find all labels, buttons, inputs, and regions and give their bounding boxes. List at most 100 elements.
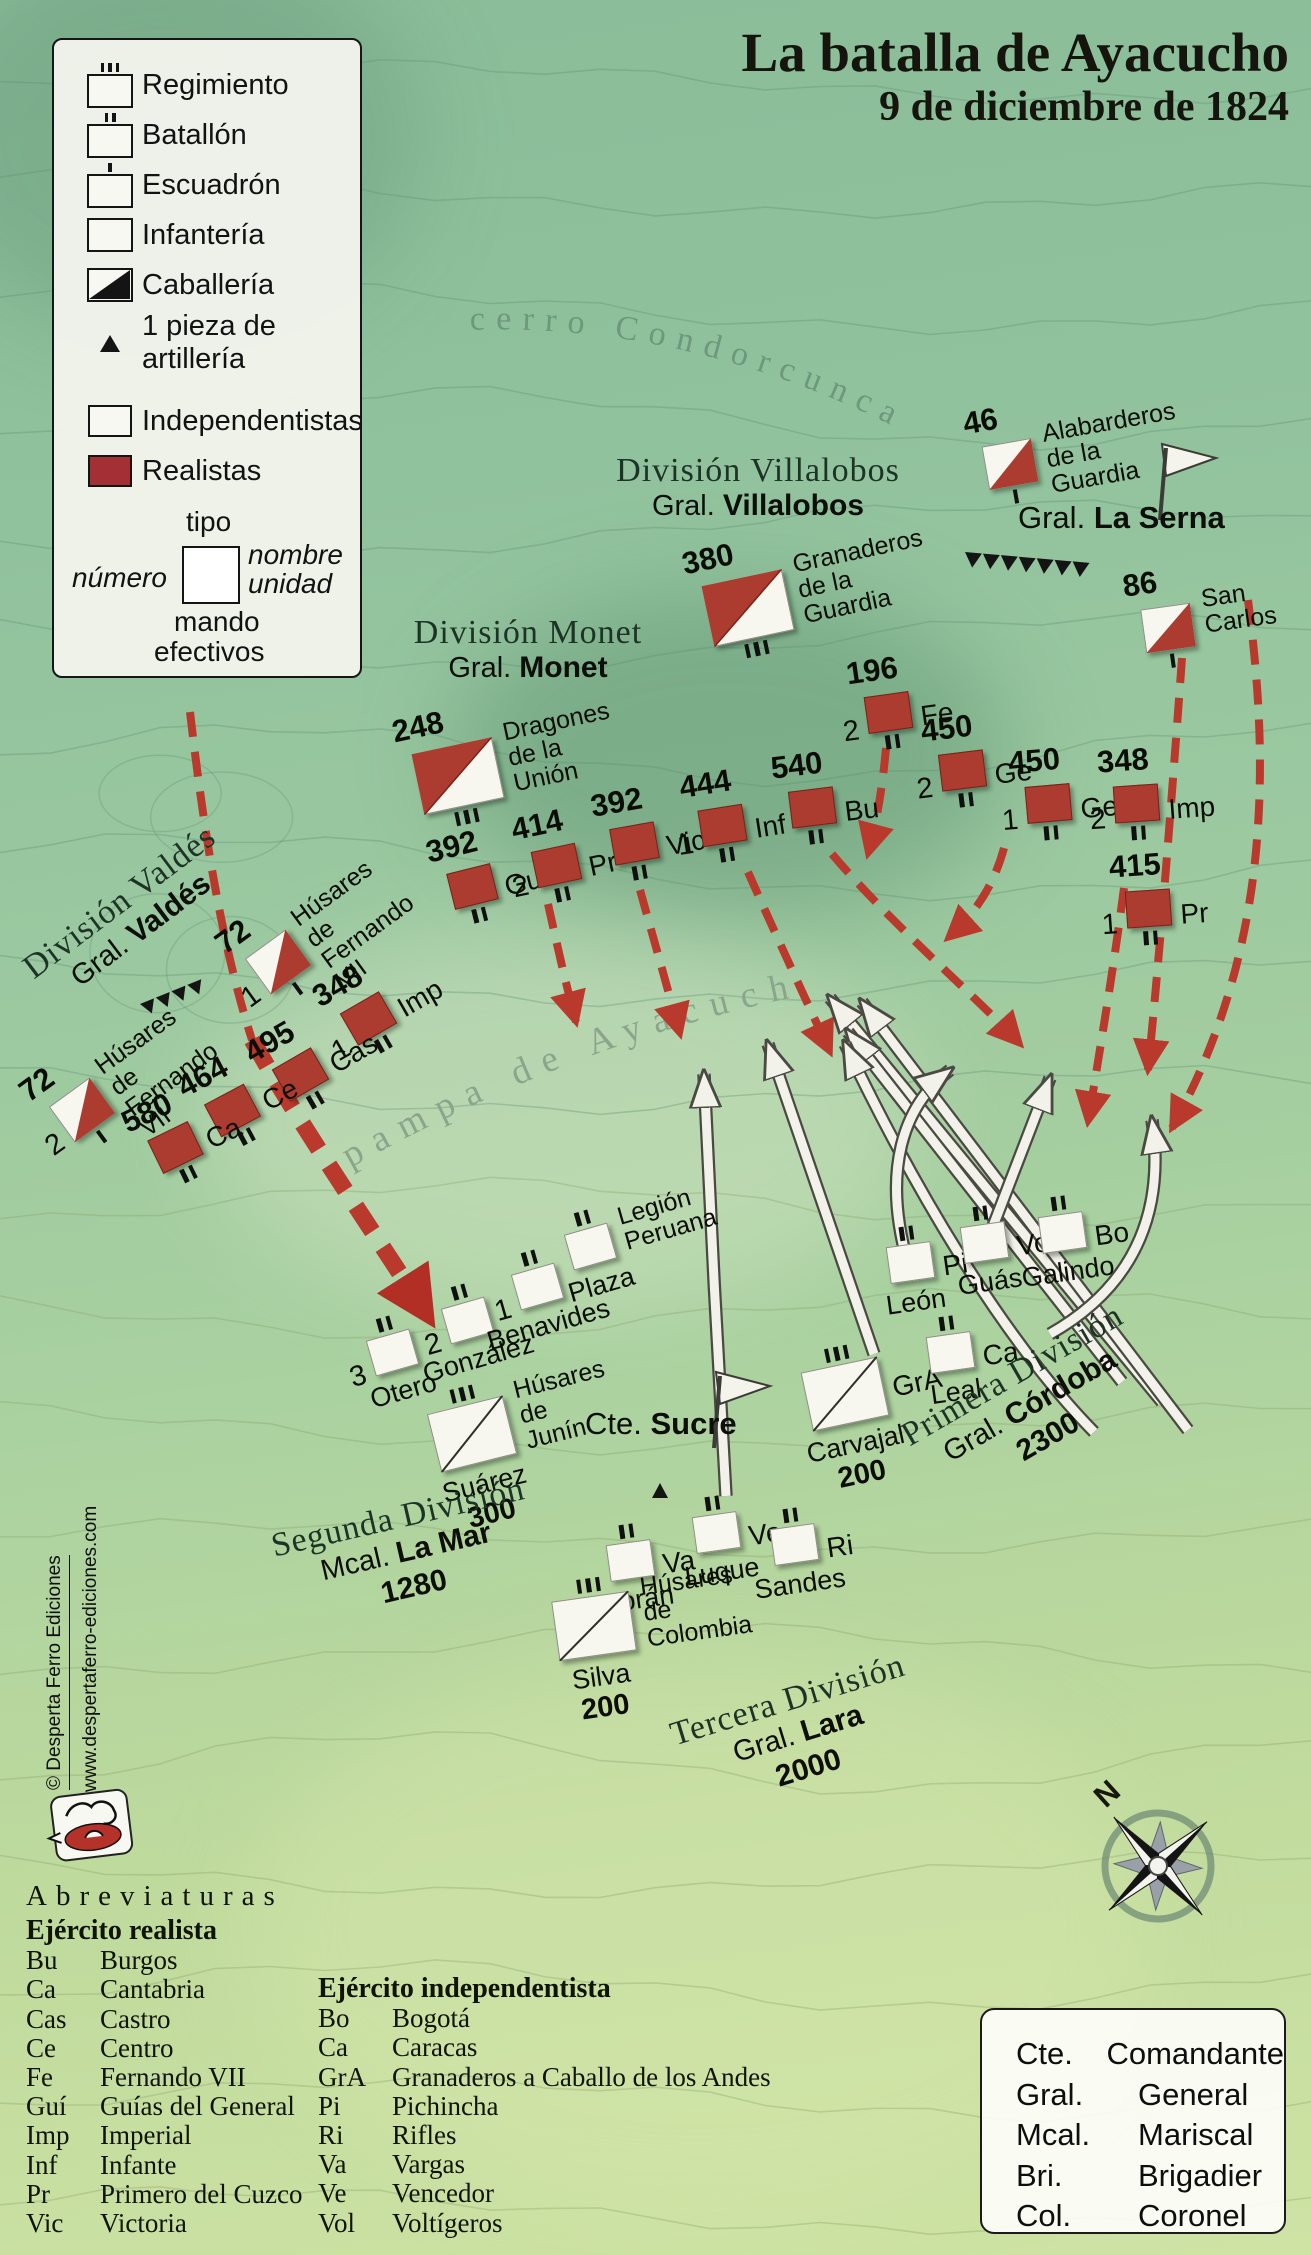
white-arrow [704,1074,731,1497]
legend-row-cavalry-icon: Caballería [78,260,350,310]
red-arrow [1074,887,1128,1129]
independentist-unit-symbol [959,1220,1009,1264]
abbrev-value: Victoria [100,2208,187,2239]
unit-size-marks [936,1314,957,1332]
rank-name: Comandante [1106,2036,1284,2071]
abbrev-value: Cantabria [100,1974,205,2005]
abbrev-value: Centro [100,2032,174,2063]
unit-size-marks [896,1224,917,1242]
independentist-unit-symbol [885,1240,935,1284]
unit-size-marks [702,1494,723,1512]
legend-square [88,405,132,437]
abbrev-key: Ri [318,2120,344,2151]
realist-unit-symbol [608,820,660,866]
white-arrow [845,1044,1098,1436]
unit-size-marks [955,791,976,808]
unit-strength: 450 [918,707,974,749]
unit-size-marks [103,112,118,122]
rank-abbr: Mcal. [1016,2117,1091,2152]
artillery-icon [78,333,142,353]
red-arrow [943,846,1008,943]
realist-unit-symbol [1112,782,1160,824]
abbrev-key: Vic [26,2208,64,2239]
abbrev-key: Ce [26,2032,56,2063]
independentist-unit-symbol [925,1330,975,1374]
legend-diagram-numero: número [72,562,167,593]
rank-row: Col.Coronel [1016,2196,1284,2237]
white-square-icon [78,405,142,437]
rank-name: Brigadier [1138,2157,1263,2193]
legend-diagram: tipo número nombre unidad mando efectivo… [72,506,350,667]
red-arrow [636,888,690,1040]
red-arrow [544,903,586,1028]
abbrev-row: Vic Victoria [26,2208,302,2239]
squadron-icon [78,162,142,208]
unit-number: 1 [1100,907,1119,941]
realist-unit-symbol [411,737,505,815]
realist-unit-symbol [701,569,795,647]
unit-abbr: Bo [1092,1215,1131,1251]
credit-website: www.despertaferro-ediciones.com [80,1505,101,1792]
unit-strength: 450 [1006,740,1061,780]
abbrev-value: Voltígeros [392,2207,503,2238]
legend-label: Batallón [142,118,247,151]
legend-row-white-square-icon: Independentistas [78,396,363,446]
abbrev-value: Vencedor [392,2178,494,2209]
abbrev-value: Burgos [100,1945,178,1976]
unit-abbr: Bu [842,791,881,827]
legend-label: Independentistas [142,404,363,437]
abbrev-value: Infante [100,2149,177,2180]
red-arrow [186,711,256,1042]
unit-strength: 348 [1095,740,1150,780]
rank-name: General [1138,2076,1249,2112]
abbrev-value: Granaderos a Caballo de los Andes [392,2061,771,2092]
realist-unit-symbol [1023,782,1073,824]
red-square-icon [78,455,142,487]
abbrev-value: Pichincha [392,2090,499,2121]
abbrev-value: Primero del Cuzco [100,2178,303,2209]
legend-square [87,218,133,252]
unit-size-marks [716,846,737,863]
red-arrow [1132,657,1186,1077]
independentist-unit-symbol [1037,1210,1087,1254]
legend-label: Infantería [142,218,265,251]
unit-size-marks [1040,824,1060,841]
abbreviations-heading: Abreviaturas [26,1880,284,1912]
battalion-icon [78,112,142,158]
rank-name: Coronel [1138,2198,1247,2233]
realist-unit-symbol [244,929,312,995]
abbrev-value: Imperial [100,2120,192,2151]
unit-name: Húsares de Colombia [638,1560,754,1653]
title-line2: 9 de diciembre de 1824 [879,83,1289,130]
unit-number: 2 [914,770,935,805]
white-arrow [985,1078,1055,1236]
white-arrow [768,1044,879,1356]
realist-unit-symbol [787,785,837,829]
unit-size-marks [616,1522,637,1540]
legend-square [87,268,133,302]
commander-sucre: Cte. Sucre [585,1406,737,1441]
title-line1: La batalla de Ayacucho [741,22,1289,83]
rank-row: Cte.Comandante [1016,2034,1284,2075]
abbrev-value: Fernando VII [100,2062,246,2093]
